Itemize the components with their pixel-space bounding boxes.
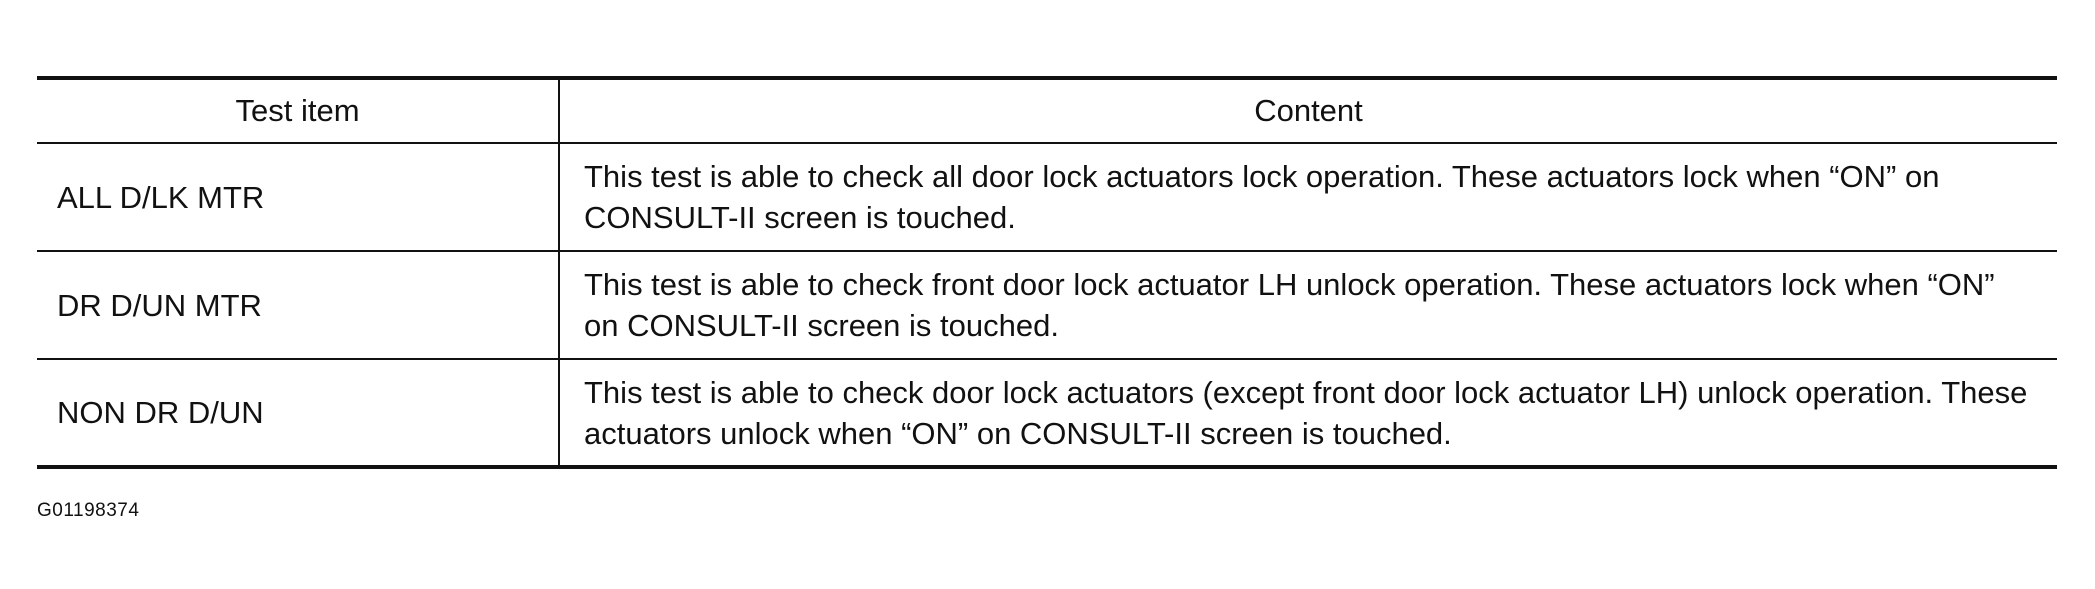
- table-row: ALL D/LK MTR This test is able to check …: [37, 143, 2057, 252]
- test-item-cell: NON DR D/UN: [37, 359, 560, 469]
- table-row: DR D/UN MTR This test is able to check f…: [37, 251, 2057, 360]
- table-row: NON DR D/UN This test is able to check d…: [37, 359, 2057, 469]
- table-header: Test item Content: [37, 76, 2057, 144]
- content-cell: This test is able to check front door lo…: [559, 251, 2057, 360]
- content-cell: This test is able to check door lock act…: [559, 359, 2057, 469]
- test-item-cell: ALL D/LK MTR: [37, 143, 560, 252]
- test-item-cell: DR D/UN MTR: [37, 251, 560, 360]
- header-test-item: Test item: [37, 76, 560, 144]
- active-test-table: Test item Content ALL D/LK MTR This test…: [37, 76, 2057, 469]
- table-body: ALL D/LK MTR This test is able to check …: [37, 143, 2057, 469]
- header-row: Test item Content: [37, 76, 2057, 144]
- header-content: Content: [559, 76, 2057, 144]
- document-body: Test item Content ALL D/LK MTR This test…: [37, 76, 2057, 469]
- content-cell: This test is able to check all door lock…: [559, 143, 2057, 252]
- figure-id: G01198374: [37, 500, 140, 521]
